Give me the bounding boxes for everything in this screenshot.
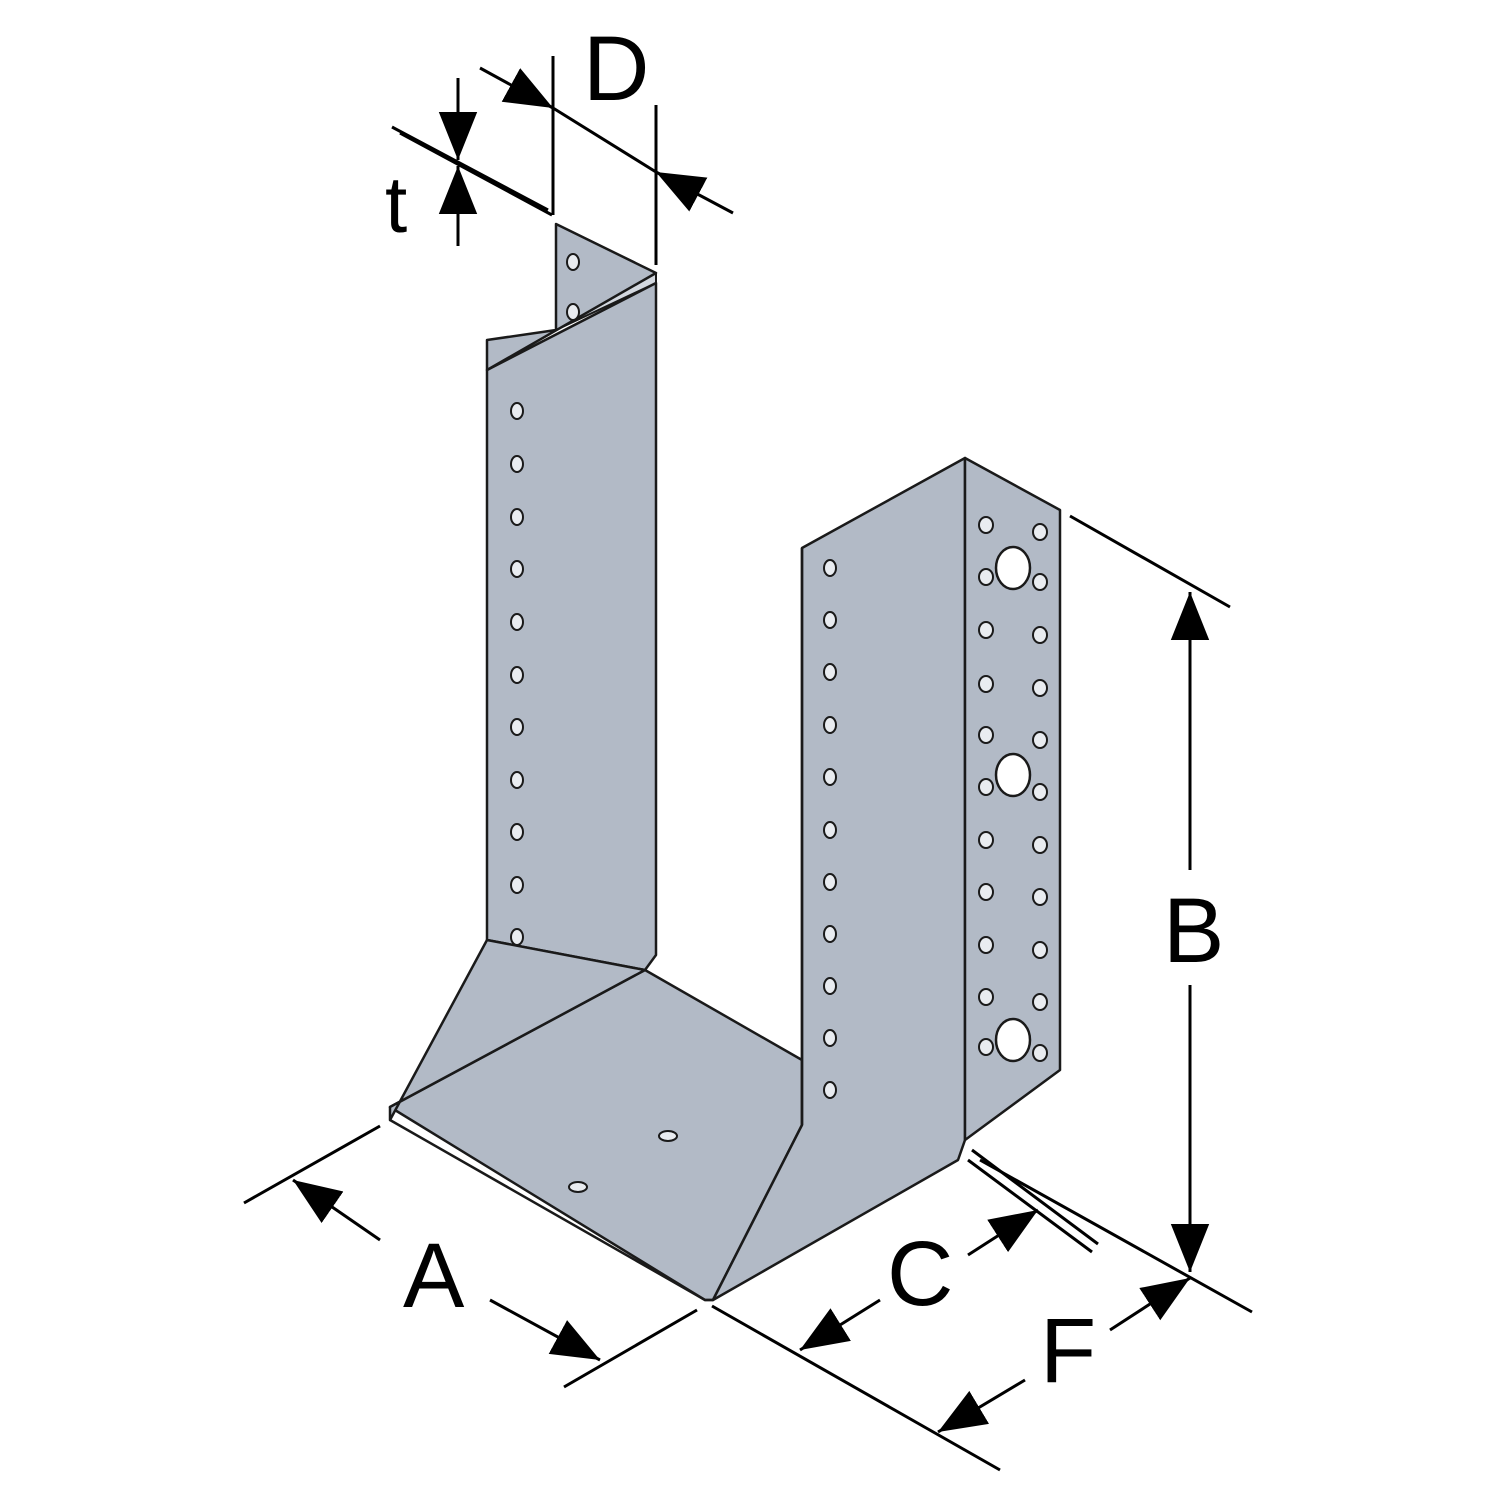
- label-a: A: [403, 1225, 465, 1327]
- left-side-wall: [485, 281, 658, 972]
- nail-hole: [510, 613, 524, 631]
- nail-hole: [978, 936, 994, 954]
- nail-hole: [510, 823, 524, 841]
- nail-hole: [510, 560, 524, 578]
- face-mount-hanger: [388, 222, 1062, 1302]
- nail-hole: [1032, 836, 1048, 854]
- nail-hole: [1032, 941, 1048, 959]
- nail-hole: [978, 778, 994, 796]
- nail-hole: [510, 508, 524, 526]
- seat-hole: [568, 1181, 588, 1193]
- nail-hole: [823, 716, 837, 734]
- nail-holes: [510, 253, 1048, 1193]
- nail-hole: [978, 568, 994, 586]
- nail-hole: [1032, 993, 1048, 1011]
- nail-hole: [823, 873, 837, 891]
- nail-hole: [978, 516, 994, 534]
- label-f: F: [1040, 1300, 1096, 1402]
- label-d: D: [583, 18, 649, 120]
- nail-hole: [978, 988, 994, 1006]
- nail-hole: [978, 621, 994, 639]
- nail-hole: [823, 821, 837, 839]
- left-bevel: [388, 938, 647, 1122]
- bolt-hole: [994, 545, 1032, 591]
- nail-hole: [823, 925, 837, 943]
- nail-hole: [510, 666, 524, 684]
- nail-hole: [1032, 888, 1048, 906]
- nail-hole: [1032, 783, 1048, 801]
- nail-hole: [978, 675, 994, 693]
- nail-hole: [823, 663, 837, 681]
- label-b: B: [1163, 880, 1224, 982]
- seat-hole: [658, 1130, 678, 1142]
- nail-hole: [510, 455, 524, 473]
- nail-hole: [1032, 573, 1048, 591]
- nail-hole: [1032, 679, 1048, 697]
- nail-hole: [510, 928, 524, 946]
- nail-hole: [823, 1081, 837, 1099]
- nail-hole: [510, 876, 524, 894]
- bolt-hole: [994, 1017, 1032, 1063]
- nail-hole: [978, 831, 994, 849]
- nail-hole: [978, 1038, 994, 1056]
- nail-hole: [978, 726, 994, 744]
- nail-hole: [510, 402, 524, 420]
- nail-hole: [1032, 1044, 1048, 1062]
- nail-hole: [978, 883, 994, 901]
- nail-hole: [823, 611, 837, 629]
- nail-hole: [823, 768, 837, 786]
- bolt-hole: [994, 752, 1032, 798]
- nail-hole: [1032, 731, 1048, 749]
- nail-hole: [1032, 523, 1048, 541]
- nail-hole: [1032, 626, 1048, 644]
- left-flange: [485, 222, 658, 372]
- label-c: C: [887, 1223, 953, 1325]
- nail-hole: [510, 771, 524, 789]
- nail-hole: [823, 1029, 837, 1047]
- dimension-lines: [243, 56, 1253, 1472]
- nail-hole: [823, 977, 837, 995]
- nail-hole: [823, 559, 837, 577]
- dimension-labels: D t B A C F: [385, 18, 1224, 1402]
- nail-hole: [566, 303, 580, 321]
- nail-hole: [510, 718, 524, 736]
- nail-hole: [566, 253, 580, 271]
- label-t: t: [385, 160, 407, 249]
